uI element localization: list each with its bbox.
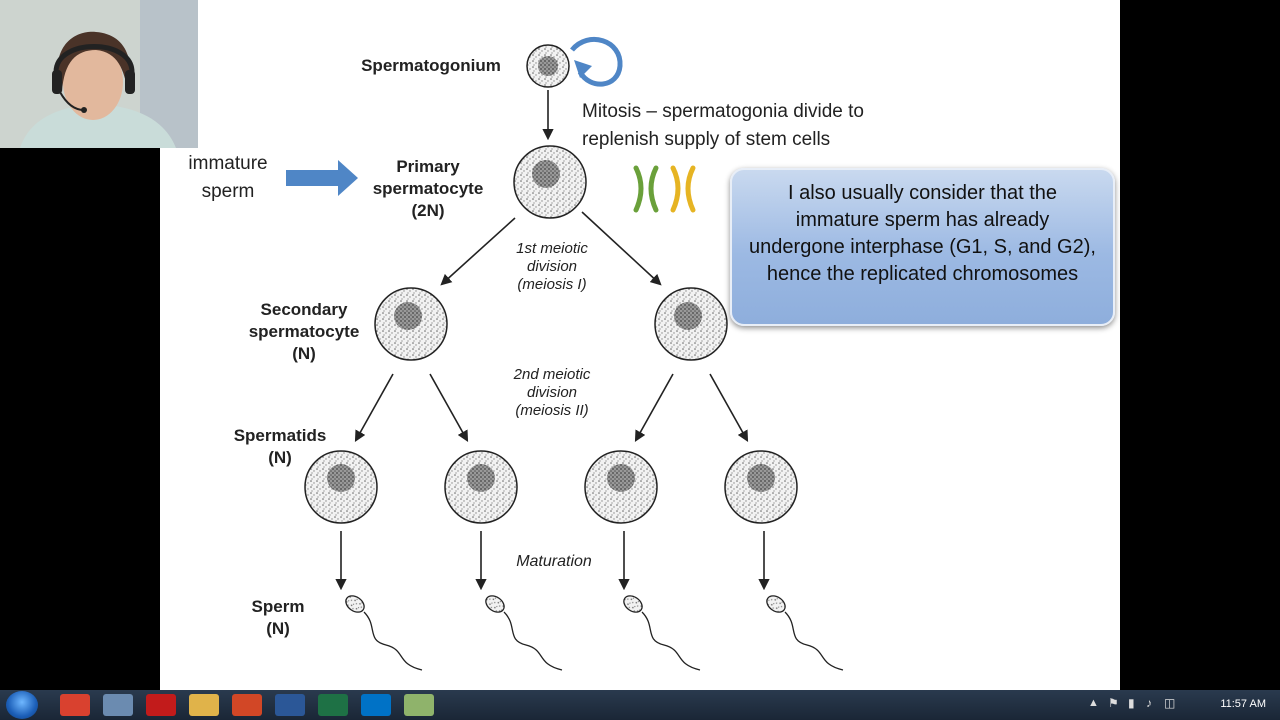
label-line: division [526, 258, 578, 275]
label-line: spermatocyte [372, 179, 484, 198]
label-line: (2N) [411, 201, 445, 220]
label-line: sperm [201, 181, 255, 202]
label-line: (N) [292, 344, 316, 363]
sperm-cell [623, 595, 701, 671]
secondary-spermatocyte-cell [654, 287, 728, 361]
clock[interactable]: 11:57 AM [1220, 698, 1266, 710]
chrome-icon[interactable] [60, 694, 90, 716]
primary-spermatocyte-cell [513, 145, 587, 219]
signal-icon[interactable]: ▮ [1128, 696, 1135, 710]
spermatid-cell [584, 450, 658, 524]
label-line: 2nd meiotic [513, 366, 591, 383]
label-line: Primary [396, 157, 460, 176]
replicated-chromosome-yellow [670, 165, 696, 213]
label-spermatogonium: Spermatogonium [361, 56, 501, 75]
label-primary-spermatocyte: Primary spermatocyte (2N) [358, 156, 498, 222]
note-line: replenish supply of stem cells [582, 129, 831, 150]
immature-sperm-label: immature sperm [180, 150, 276, 206]
powerpoint-icon[interactable] [232, 694, 262, 716]
folder-icon[interactable] [189, 694, 219, 716]
notes-icon[interactable] [404, 694, 434, 716]
spermatid-cell [444, 450, 518, 524]
label-line: spermatocyte [248, 322, 360, 341]
label-line: 1st meiotic [516, 240, 588, 257]
meiosis-2-label: 2nd meiotic division (meiosis II) [492, 366, 612, 420]
spermatogenesis-diagram [286, 37, 844, 671]
flag-icon[interactable]: ⚑ [1108, 696, 1119, 710]
note-line: Mitosis – spermatogonia divide to [582, 101, 864, 122]
word-icon[interactable] [275, 694, 305, 716]
system-tray: ▲ ⚑ ▮ ♪ ◫ 11:57 AM [1080, 690, 1280, 720]
outlook-icon[interactable] [361, 694, 391, 716]
label-line: (meiosis I) [517, 276, 587, 293]
label-line: division [526, 384, 578, 401]
webcam-overlay [0, 0, 198, 148]
immature-pointer-arrow [286, 160, 358, 196]
label-secondary-spermatocyte: Secondary spermatocyte (N) [234, 299, 374, 365]
tray-expand-icon[interactable]: ▲ [1088, 697, 1099, 709]
label-line: (meiosis II) [515, 402, 589, 419]
presenter-video [0, 0, 198, 148]
label-line: Sperm [251, 597, 305, 616]
replicated-chromosome-green [633, 165, 659, 213]
spermatogonium-cell [526, 44, 570, 88]
label-spermatids: Spermatids (N) [220, 425, 340, 469]
network-tray-icon[interactable]: ◫ [1164, 696, 1176, 710]
volume-icon[interactable]: ♪ [1146, 696, 1152, 710]
network-icon[interactable] [103, 694, 133, 716]
windows-taskbar: ▲ ⚑ ▮ ♪ ◫ 11:57 AM [0, 690, 1280, 720]
spermatid-cell [724, 450, 798, 524]
spermatid-cell [304, 450, 378, 524]
maturation-label: Maturation [516, 553, 592, 570]
sperm-cell [766, 595, 844, 671]
excel-icon[interactable] [318, 694, 348, 716]
mitosis-note: Mitosis – spermatogonia divide to replen… [582, 98, 864, 154]
label-line: immature [188, 153, 268, 174]
callout-box: I also usually consider that the immatur… [730, 168, 1115, 326]
label-line: (N) [266, 619, 290, 638]
sperm-cell [345, 595, 423, 671]
acrobat-icon[interactable] [146, 694, 176, 716]
label-line: (N) [268, 448, 292, 467]
start-button[interactable] [6, 691, 38, 719]
meiosis-1-label: 1st meiotic division (meiosis I) [492, 240, 612, 294]
label-sperm: Sperm (N) [238, 596, 318, 640]
label-line: Spermatids [233, 426, 327, 445]
self-renewal-arrow [570, 37, 623, 87]
slide: Spermatogonium Primary spermatocyte (2N)… [160, 0, 1120, 690]
secondary-spermatocyte-cell [374, 287, 448, 361]
sperm-cell [485, 595, 563, 671]
label-line: Secondary [260, 300, 348, 319]
